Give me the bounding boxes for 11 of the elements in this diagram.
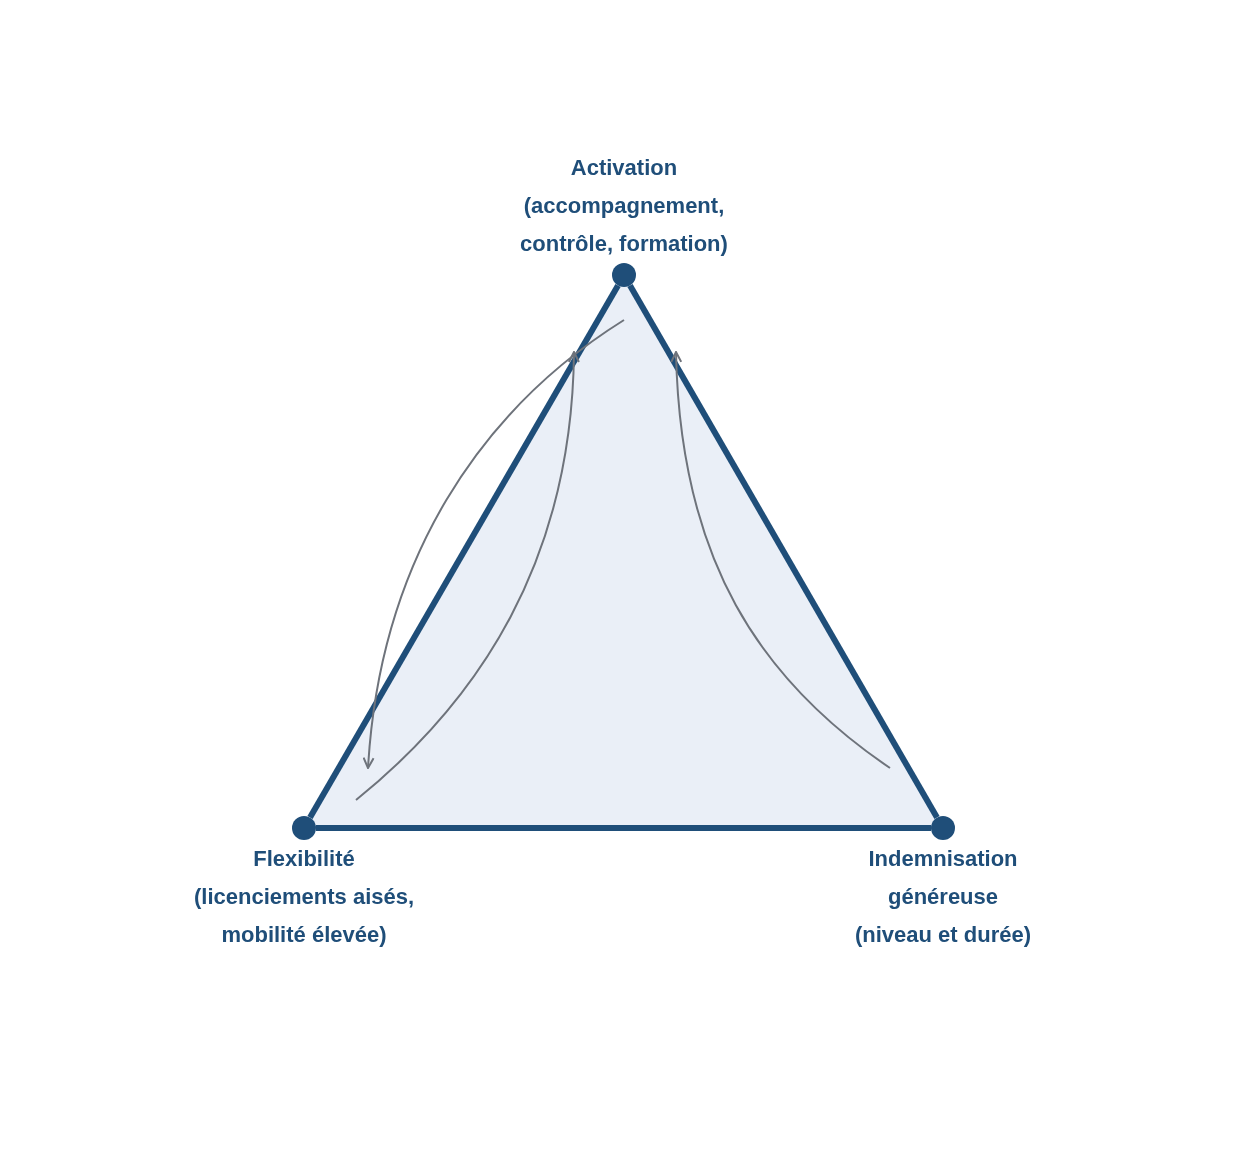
pole-title: Activation xyxy=(569,154,679,182)
triangle-side xyxy=(627,283,940,820)
pole-title: Indemnisation généreuse xyxy=(867,845,1019,911)
curved-arrow xyxy=(355,351,580,801)
triangle-side xyxy=(307,283,621,820)
pole-description: (niveau et durée) xyxy=(853,921,1032,949)
triangle-side xyxy=(316,825,931,831)
curved-arrow xyxy=(670,351,891,769)
pole-title: Flexibilité xyxy=(252,845,356,873)
pole-description: (licenciements aisés, mobilité élevée) xyxy=(192,883,416,949)
pole-description: (accompagnement, contrôle, formation) xyxy=(519,192,729,258)
